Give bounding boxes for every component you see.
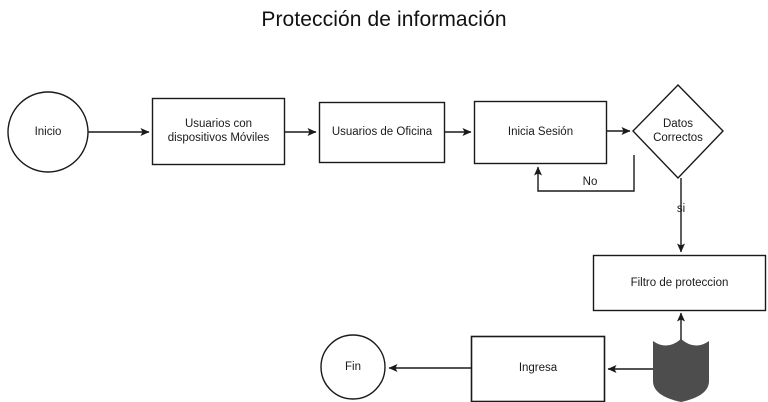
- node-datos-correctos-shape: [632, 83, 724, 180]
- node-fin-shape: [320, 334, 386, 400]
- node-usuarios-oficina-shape: [318, 101, 446, 164]
- node-ingresa-shape: [470, 335, 606, 402]
- node-inicia-sesion-shape: [473, 100, 608, 165]
- node-filtro-proteccion-shape: [592, 254, 767, 312]
- node-inicio-shape: [7, 91, 89, 173]
- node-usuarios-moviles-shape: [151, 97, 286, 166]
- shield-icon: [653, 339, 709, 402]
- edge-datos-no-to-sesion: [534, 155, 635, 192]
- page-title: Protección de información: [261, 8, 507, 31]
- edge-label-no: No: [582, 176, 598, 188]
- edge-label-si: si: [676, 203, 686, 215]
